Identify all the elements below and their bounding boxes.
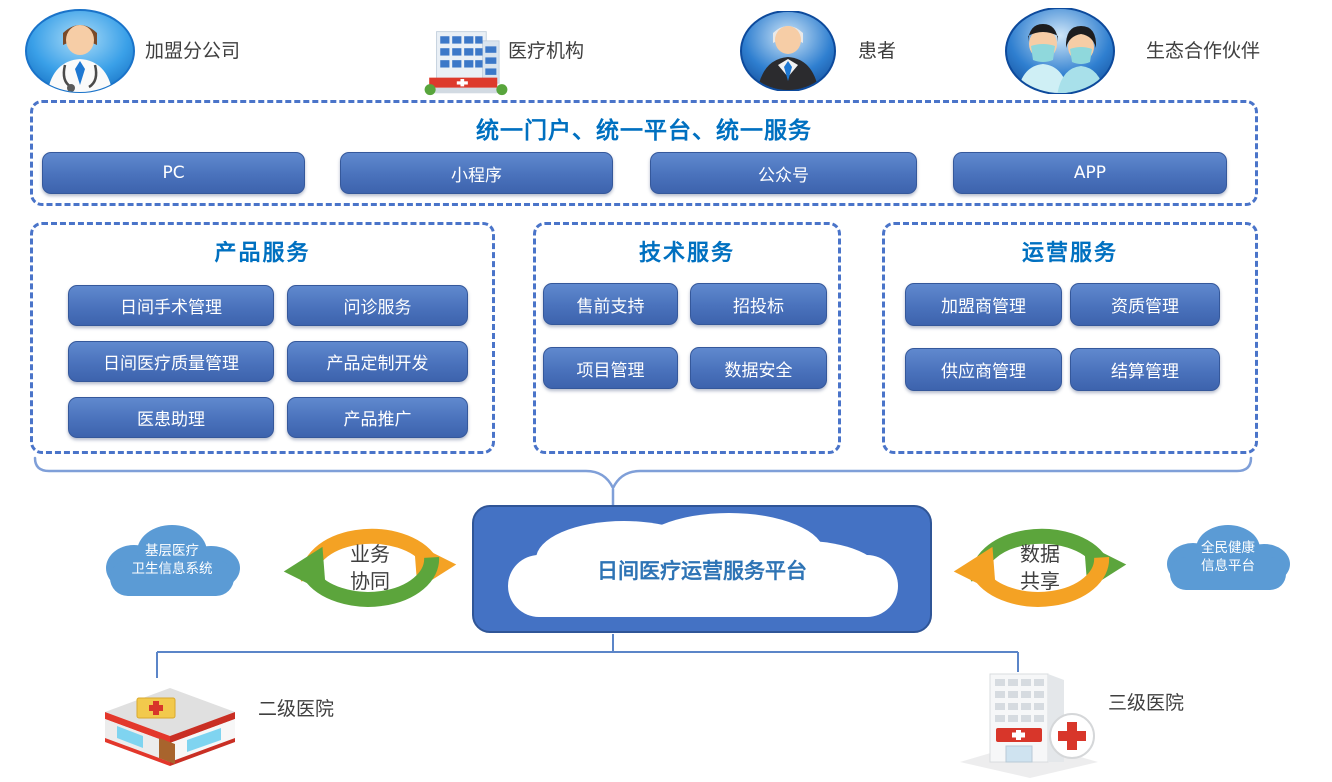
item-custom-development: 产品定制开发 xyxy=(287,341,468,382)
tertiary-hospital-label: 三级医院 xyxy=(1108,692,1185,714)
brace-shape xyxy=(33,456,1253,491)
section-title: 技术服务 xyxy=(638,241,735,266)
secondary-hospital-icon xyxy=(105,688,235,766)
franchise-doctor-icon xyxy=(25,9,135,93)
channel-miniprogram: 小程序 xyxy=(340,152,613,194)
cloud-text-line1: 全民健康 xyxy=(1201,540,1255,556)
section-title: 运营服务 xyxy=(1021,241,1118,266)
section-tech-services: 技术服务 xyxy=(533,222,841,454)
item-product-promotion: 产品推广 xyxy=(287,397,468,438)
medical-institution-icon xyxy=(424,31,508,96)
secondary-hospital-label: 二级医院 xyxy=(258,698,335,720)
sync-label-line2: 共享 xyxy=(1020,569,1060,593)
business-collaboration-sync-icon: 业务 协同 xyxy=(282,505,458,631)
cloud-text-line2: 卫生信息系统 xyxy=(131,561,213,577)
cloud-text-line1: 基层医疗 xyxy=(145,543,199,559)
platform-cloud-shape xyxy=(508,513,898,617)
section-operation-services: 运营服务 xyxy=(882,222,1258,454)
item-day-surgery-mgmt: 日间手术管理 xyxy=(68,285,274,326)
item-settlement-mgmt: 结算管理 xyxy=(1070,348,1220,391)
portal-band: 统一门户、统一平台、统一服务 xyxy=(30,100,1258,206)
section-title: 产品服务 xyxy=(214,241,311,266)
cloud-shape xyxy=(1167,525,1290,590)
national-health-info-cloud: 全民健康 信息平台 xyxy=(1158,517,1298,597)
sync-label-line1: 业务 xyxy=(350,542,390,566)
franchise-label: 加盟分公司 xyxy=(145,40,241,62)
patient-label: 患者 xyxy=(858,40,897,62)
channel-pc: PC xyxy=(42,152,305,194)
sync-label-line1: 数据 xyxy=(1020,542,1060,566)
item-data-security: 数据安全 xyxy=(690,347,827,389)
item-doctor-patient-assistant: 医患助理 xyxy=(68,397,274,438)
patient-icon xyxy=(740,11,836,91)
medical-institution-label: 医疗机构 xyxy=(508,40,585,62)
platform-label: 日间医疗运营服务平台 xyxy=(597,559,807,584)
item-supplier-mgmt: 供应商管理 xyxy=(905,348,1062,391)
eco-partners-label: 生态合作伙伴 xyxy=(1146,40,1261,62)
item-project-mgmt: 项目管理 xyxy=(543,347,678,389)
channel-official-account: 公众号 xyxy=(650,152,917,194)
item-qualification-mgmt: 资质管理 xyxy=(1070,283,1220,326)
grassroots-health-info-cloud: 基层医疗 卫生信息系统 xyxy=(96,516,248,604)
sync-arrows xyxy=(283,528,457,607)
portal-title: 统一门户、统一平台、统一服务 xyxy=(476,118,812,144)
tertiary-hospital-icon xyxy=(960,673,1098,778)
item-day-care-quality: 日间医疗质量管理 xyxy=(68,341,274,382)
cloud-text-line2: 信息平台 xyxy=(1201,558,1255,574)
item-consultation-service: 问诊服务 xyxy=(287,285,468,326)
data-sharing-sync-icon: 数据 共享 xyxy=(952,505,1128,631)
item-presales-support: 售前支持 xyxy=(543,283,678,325)
item-franchisee-mgmt: 加盟商管理 xyxy=(905,283,1062,326)
channel-app: APP xyxy=(953,152,1227,194)
hospital-tree-connector xyxy=(156,634,1019,678)
sync-label-line2: 协同 xyxy=(350,569,390,593)
sync-arrows xyxy=(953,528,1127,607)
item-bidding: 招投标 xyxy=(690,283,827,325)
cloud-shape xyxy=(106,525,240,596)
day-care-operation-platform: 日间医疗运营服务平台 xyxy=(472,505,932,633)
section-product-services: 产品服务 xyxy=(30,222,495,454)
eco-partners-icon xyxy=(1005,8,1115,94)
